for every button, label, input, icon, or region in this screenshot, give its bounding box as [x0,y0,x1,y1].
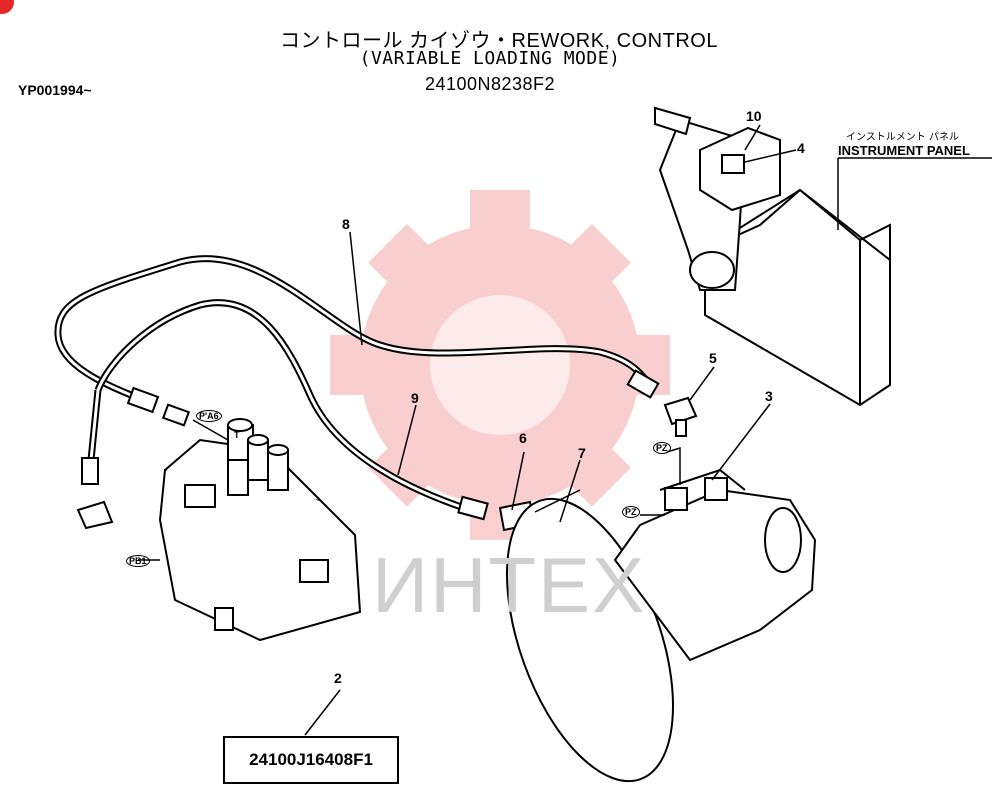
instrument-panel-label-en: INSTRUMENT PANEL [838,143,970,158]
callout-9: 9 [411,390,419,406]
callout-4: 4 [797,140,805,156]
drawing-number: 24100N8238F2 [424,74,556,94]
port-label-pz-upper: PZ [653,442,671,454]
part-number-box: 24100J16408F1 [223,736,399,784]
port-label-pb1: PB1 [126,555,150,567]
callout-6: 6 [519,430,527,446]
title-line-1: コントロール カイゾウ・REWORK, CONTROL [280,30,718,52]
control-valve [158,418,362,642]
port-label-pz-lower: PZ [622,506,640,518]
corner-mark-icon [0,0,14,14]
leader-lines [138,231,771,736]
callout-8: 8 [342,216,350,232]
title-line-2: (VARIABLE LOADING MODE) [359,48,621,69]
callout-2: 2 [334,670,342,686]
port-label-pa: P'A6 [196,410,222,422]
watermark-text: ИНТЕХ [372,541,647,629]
control-lever [654,106,781,291]
pump-assembly [505,468,817,783]
callout-5: 5 [709,350,717,366]
callout-3: 3 [765,388,773,404]
instrument-panel-label-jp: インストルメント パネル [846,132,959,143]
callout-10: 10 [746,108,762,124]
port-label-t: T [234,430,240,440]
callout-7: 7 [578,445,586,461]
serial-range: YP001994~ [18,82,92,98]
